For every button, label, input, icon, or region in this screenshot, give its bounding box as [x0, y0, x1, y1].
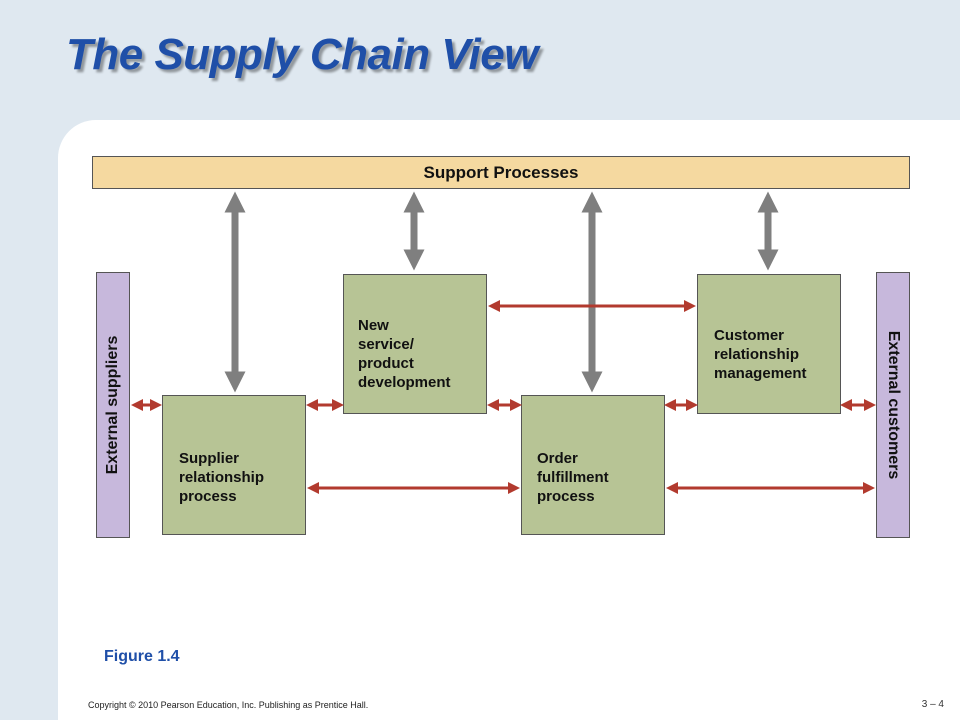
copyright-notice: Copyright © 2010 Pearson Education, Inc.… — [88, 700, 369, 710]
slide-title: The Supply Chain View — [66, 30, 538, 79]
new-service-development-box: New service/ product development — [343, 274, 487, 414]
external-customers-box: External customers — [876, 272, 910, 538]
supplier-relationship-label: Supplier relationship process — [179, 450, 265, 505]
customer-relationship-box: Customer relationship management — [697, 274, 841, 414]
page-number: 3 – 4 — [921, 699, 944, 710]
order-fulfillment-label: Order fulfillment process — [537, 450, 609, 505]
external-suppliers-box: External suppliers — [96, 272, 130, 538]
support-processes-bar: Support Processes — [92, 156, 910, 189]
new-service-development-label: New service/ product development — [358, 317, 451, 391]
support-processes-label: Support Processes — [423, 162, 579, 182]
figure-caption: Figure 1.4 — [104, 648, 180, 665]
supplier-relationship-box: Supplier relationship process — [162, 395, 306, 535]
customer-relationship-label: Customer relationship management — [714, 327, 807, 382]
order-fulfillment-box: Order fulfillment process — [521, 395, 665, 535]
